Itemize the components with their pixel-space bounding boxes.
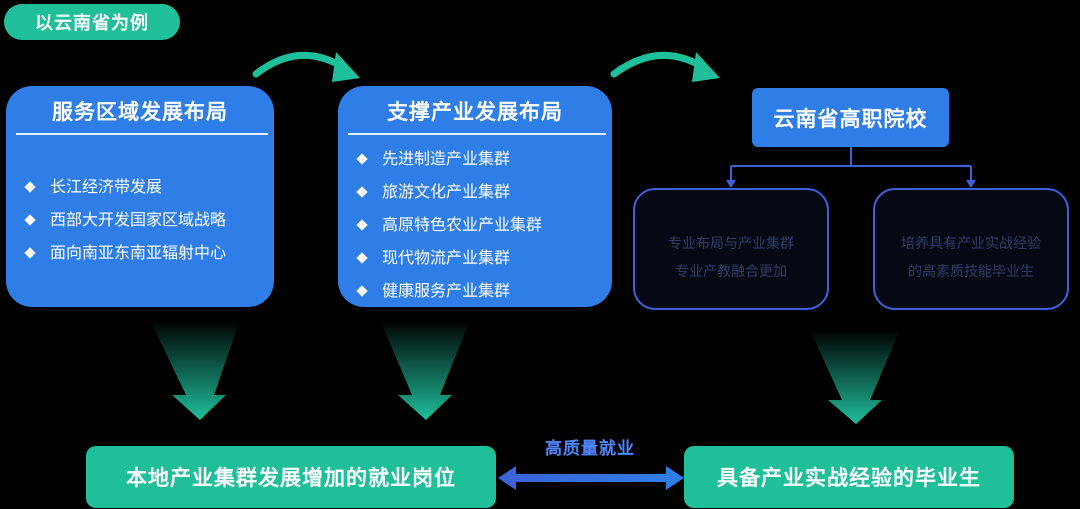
diamond-bullet-icon	[356, 152, 368, 165]
curved-arrow-1	[252, 51, 348, 78]
list-item: 面向南亚东南亚辐射中心	[24, 236, 226, 269]
funnel-arrow-1	[150, 320, 240, 420]
local-jobs-box: 本地产业集群发展增加的就业岗位	[86, 446, 496, 508]
double-arrow	[498, 466, 684, 490]
region-card-list: 长江经济带发展 西部大开发国家区域战略 面向南亚东南亚辐射中心	[24, 170, 226, 269]
industry-card-divider	[348, 133, 606, 135]
industry-card-list: 先进制造产业集群 旅游文化产业集群 高原特色农业产业集群 现代物流产业集群 健康…	[356, 142, 542, 307]
school-sub-box-left: 专业布局与产业集群 专业产教融合更加	[633, 188, 829, 310]
diamond-bullet-icon	[356, 218, 368, 231]
diamond-bullet-icon	[24, 213, 36, 226]
region-layout-card: 服务区域发展布局 长江经济带发展 西部大开发国家区域战略 面向南亚东南亚辐射中心	[6, 86, 274, 307]
school-tree-connector	[730, 147, 972, 184]
curved-arrow-2-head	[692, 52, 720, 82]
industry-layout-card: 支撑产业发展布局 先进制造产业集群 旅游文化产业集群 高原特色农业产业集群 现代…	[338, 86, 612, 307]
diamond-bullet-icon	[356, 284, 368, 297]
curved-arrow-1-head	[332, 52, 360, 82]
list-item: 西部大开发国家区域战略	[24, 203, 226, 236]
curved-arrow-2	[610, 51, 708, 78]
diamond-bullet-icon	[24, 246, 36, 259]
diamond-bullet-icon	[356, 251, 368, 264]
example-tag: 以云南省为例	[4, 4, 180, 40]
list-item: 现代物流产业集群	[356, 241, 542, 274]
diamond-bullet-icon	[24, 180, 36, 193]
sub-box-line: 专业布局与产业集群	[668, 236, 794, 252]
diamond-bullet-icon	[356, 185, 368, 198]
list-item: 旅游文化产业集群	[356, 175, 542, 208]
school-sub-box-right: 培养具有产业实战经验 的高素质技能毕业生	[873, 188, 1069, 310]
list-item: 高原特色农业产业集群	[356, 208, 542, 241]
list-item: 先进制造产业集群	[356, 142, 542, 175]
school-header: 云南省高职院校	[752, 88, 949, 147]
sub-box-line: 的高素质技能毕业生	[908, 264, 1034, 280]
industry-card-title: 支撑产业发展布局	[387, 100, 563, 124]
sub-box-line: 专业产教融合更加	[675, 264, 787, 280]
sub-box-line: 培养具有产业实战经验	[901, 236, 1041, 252]
funnel-arrow-3	[810, 330, 900, 424]
list-item: 长江经济带发展	[24, 170, 226, 203]
list-item: 健康服务产业集群	[356, 274, 542, 307]
link-label: 高质量就业	[545, 439, 635, 459]
region-card-title: 服务区域发展布局	[52, 100, 228, 124]
graduates-box: 具备产业实战经验的毕业生	[684, 446, 1014, 508]
region-card-divider	[16, 133, 268, 135]
funnel-arrow-2	[380, 320, 470, 420]
